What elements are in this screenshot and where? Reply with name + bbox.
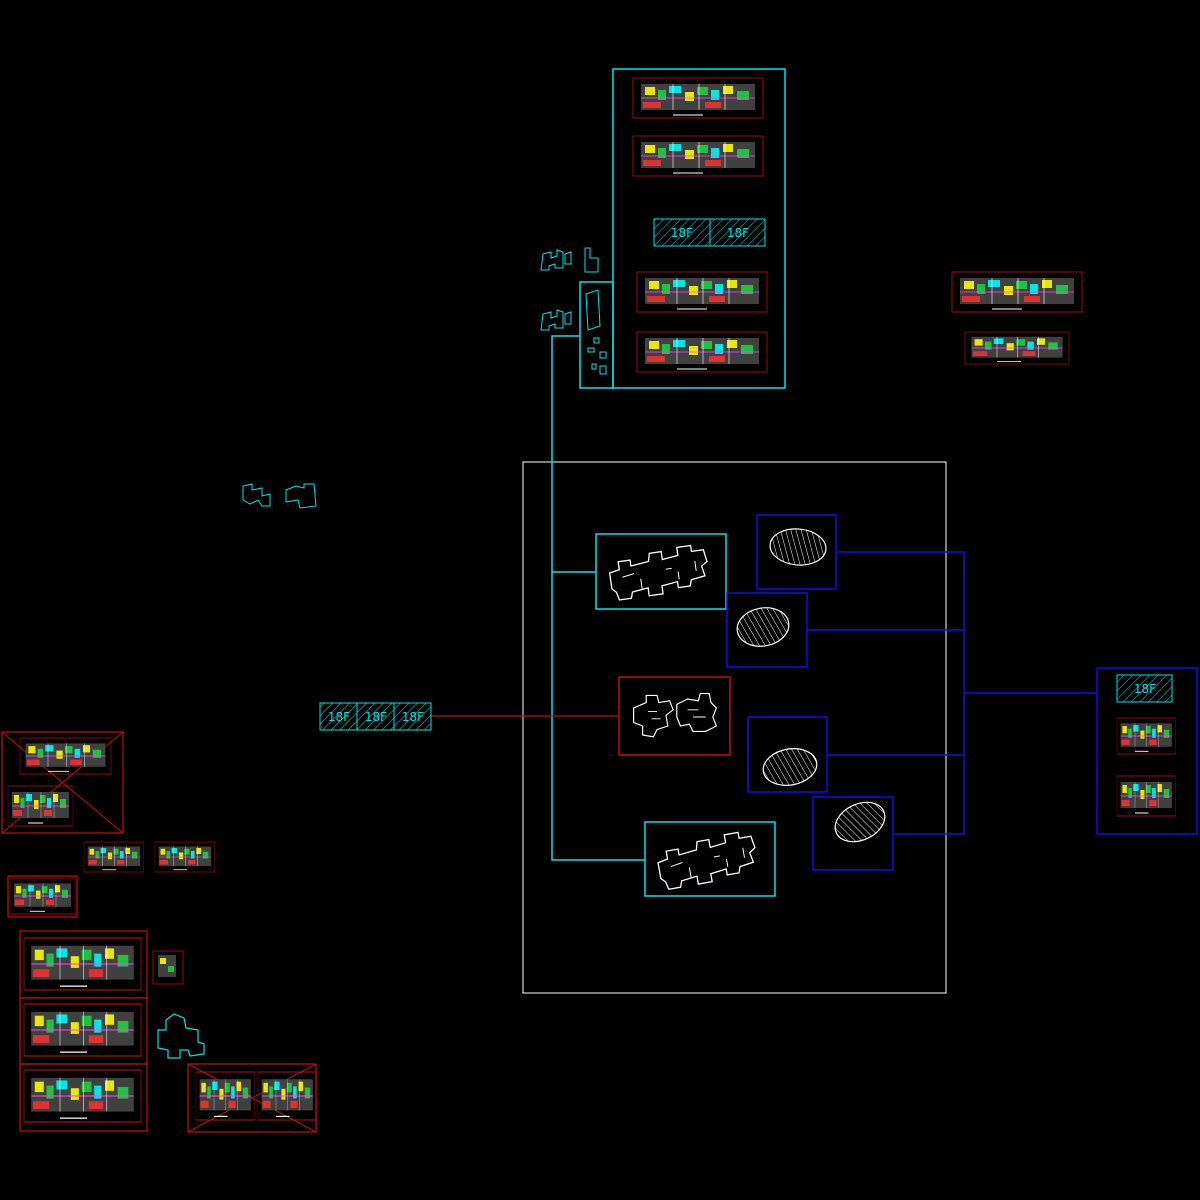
floor-tag-label: 18F	[1134, 682, 1156, 696]
unit-outline-icon[interactable]	[584, 247, 599, 273]
site-key-box[interactable]	[579, 281, 614, 389]
floor-plan-thumbnail[interactable]	[632, 135, 764, 177]
unit-outline-icon[interactable]	[540, 309, 572, 331]
small-plan-detail[interactable]	[152, 950, 184, 985]
floor-tag-label: 18F	[328, 710, 350, 724]
floor-plan-thumbnail[interactable]	[951, 271, 1083, 313]
blue-connector	[807, 551, 1097, 835]
building-footprint-box-red[interactable]	[618, 676, 731, 756]
building-footprint-box[interactable]	[644, 821, 776, 897]
floor-tag-label: 18F	[365, 710, 387, 724]
floor-plan-thumbnail[interactable]	[154, 841, 216, 873]
building-footprint-box[interactable]	[595, 533, 727, 610]
tower-oval-box[interactable]	[747, 716, 828, 793]
floor-tag-label: 18F	[727, 226, 749, 240]
floor-plan-thumbnail[interactable]	[632, 77, 764, 119]
main-site-frame[interactable]	[522, 461, 947, 994]
floor-tag-label: 18F	[402, 710, 424, 724]
crossed-plan-sheet[interactable]	[187, 1063, 318, 1133]
floor-tag-row[interactable]: 18F 18F 18F	[319, 702, 432, 731]
stacked-plan-sheets[interactable]	[19, 930, 148, 1132]
tower-oval-box[interactable]	[756, 514, 837, 590]
unit-outline-icon[interactable]	[540, 249, 572, 271]
floor-plan-thumbnail[interactable]	[83, 841, 145, 873]
unit-outline-icon[interactable]	[242, 483, 271, 507]
crossed-plan-sheet[interactable]	[1, 731, 124, 834]
unit-outline-icon[interactable]	[285, 483, 317, 509]
floor-tag-label: 18F	[671, 226, 693, 240]
tower-oval-box[interactable]	[812, 795, 894, 871]
floor-plan-thumbnail[interactable]	[636, 331, 768, 373]
top-plan-panel[interactable]: 18F 18F	[579, 68, 786, 389]
plan-sheet[interactable]	[7, 875, 78, 918]
right-plan-panel[interactable]: 18F	[1096, 667, 1198, 835]
tower-oval-box[interactable]	[726, 592, 808, 668]
cyan-connector	[551, 335, 645, 861]
floor-tag-pair[interactable]: 18F 18F	[653, 218, 766, 247]
unit-outline-icon[interactable]	[157, 1013, 205, 1059]
floor-plan-thumbnail[interactable]	[964, 331, 1070, 365]
floor-plan-thumbnail[interactable]	[636, 271, 768, 313]
